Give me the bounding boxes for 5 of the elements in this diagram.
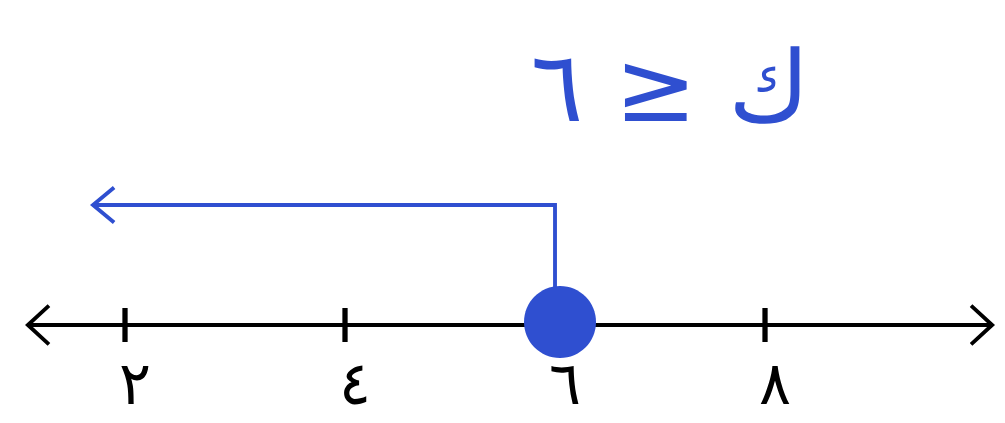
tick-label: ٦ [551,366,579,404]
tick-label: ٨ [760,366,790,404]
inequality: ٦ ≥ ك [534,46,800,124]
tick-label: ٢ [121,366,149,404]
tick-label: ٤ [344,365,367,405]
